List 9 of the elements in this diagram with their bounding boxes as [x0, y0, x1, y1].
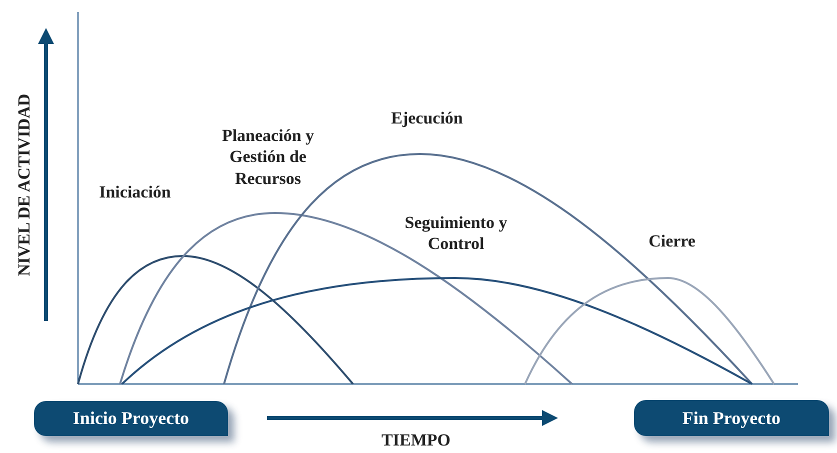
milestone-box: Fin Proyecto [634, 400, 829, 436]
phase-label: Cierre [648, 230, 696, 252]
phase-label: Seguimiento y Control [404, 212, 508, 254]
axis-label: TIEMPO [382, 429, 450, 451]
axis-label: NIVEL DE ACTIVIDAD [13, 94, 34, 276]
milestone-box: Inicio Proyecto [34, 401, 228, 436]
phase-label: Ejecución [391, 107, 463, 129]
phase-label: Planeación y Gestión de Recursos [220, 125, 316, 189]
phase-label: Iniciación [99, 181, 171, 203]
